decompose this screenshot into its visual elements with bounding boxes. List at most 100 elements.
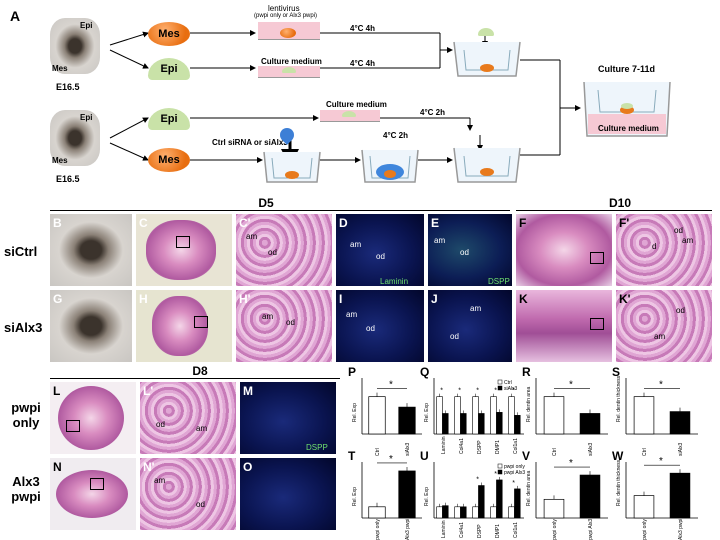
chart-letter-p: P [348,365,356,379]
letter-f-prime: F' [619,216,630,230]
label-d-f: d [652,242,657,251]
chart-legend-u-0: pwpi only [504,464,525,470]
chart-xtick-s-1: siAlx3 [678,442,684,456]
chart-bar-r-0 [543,396,565,435]
sirna-label: Ctrl siRNA or siAlx3 [212,138,288,147]
chart-ylabel-q: Rel. Exp [424,403,430,422]
chart-xtick-q-4: Col1a1 [513,438,519,454]
row-label-pwpi-line1: pwpi [11,400,41,415]
micrograph-i [336,290,424,362]
row-label-alx3-line2: pwpi [11,489,41,504]
chart-bar-q-0-1 [442,413,449,435]
label-am-d: am [350,240,362,249]
micrograph-n [50,458,136,530]
culture-medium-label-final: Culture medium [598,124,659,133]
chart-bar-q-1-0 [454,396,461,435]
epi-in-dish-2 [342,111,356,117]
culture-days-label: Culture 7-11d [598,64,656,74]
chart-xtick-p-0: Ctrl [375,448,381,456]
micrograph-d [336,214,424,286]
chart-xtick-r-0: Ctrl [552,448,558,456]
mes-oval-top: Mes [148,22,190,46]
label-od-j: od [450,332,459,341]
chart-letter-t: T [348,449,356,463]
chart-bar-q-4-1 [514,415,521,435]
header-d10: D10 [608,196,631,210]
label-am-k: am [654,332,666,341]
chart-letter-r: R [522,365,531,379]
epi-drop-top [478,28,494,36]
header-d5-rule [50,210,510,211]
epi-shape-top: Epi [148,58,190,80]
mes-in-dish [280,28,296,38]
label-am-l: am [196,424,208,433]
epi-in-dish [282,67,296,73]
culture-medium-label-2: Culture medium [326,100,387,109]
time-4c4h-1: 4°C 4h [350,24,375,33]
chart-xtick-w-0: pwpi only [642,519,648,540]
chart-sig-q-4: * [512,388,515,395]
micrograph-h-prime [236,290,332,362]
label-am-n: am [154,476,166,485]
chart-bar-s-1 [669,411,691,435]
chart-ylabel-u: Rel. Exp [424,487,430,506]
chart-bar-u-2-0 [472,506,479,519]
chart-bar-t-1 [398,470,416,519]
label-am-e: am [434,236,446,245]
chart-ylabel-w: Rel. dentin thickness [616,459,622,506]
epi-shape-top-label: Epi [160,63,178,75]
chart-ylabel-r: Rel. dentin area [526,386,532,422]
chart-sig-q-3: * [494,388,497,395]
chart-letter-w: W [612,449,624,463]
epi-shape-bottom-label: Epi [160,113,178,125]
chart-sig-u-3: * [494,471,497,478]
micrograph-f [516,214,612,286]
mes-oval-bottom-label: Mes [158,154,180,166]
chart-xtick-u-1: Col4a1 [459,522,465,538]
row-label-pwpi-only: pwpi only [8,400,44,430]
chart-xtick-v-0: pwpi only [552,519,558,540]
row-label-alx3-line1: Alx3 [12,474,40,489]
chart-bar-s-0 [633,396,655,435]
chart-bar-q-1-1 [460,413,467,435]
label-am-f: am [682,236,694,245]
chart-xtick-s-0: Ctrl [642,448,648,456]
chart-bar-p-1 [398,406,416,435]
micrograph-k [516,290,612,362]
micrograph-c-prime [236,214,332,286]
mes-oval-top-label: Mes [158,28,180,40]
tooth-germ-photo-top [50,18,100,74]
chart-bar-u-4-0 [508,506,515,519]
chart-legend-u-1: pwpi Alx3 [504,470,525,476]
letter-e: E [431,216,440,230]
chart-legend-q-0: Ctrl [504,380,512,386]
micrograph-f-prime [616,214,712,286]
chart-sig-p: * [389,380,393,391]
time-4c4h-2: 4°C 4h [350,59,375,68]
e165-label-bottom: E16.5 [56,174,80,184]
micrograph-l [50,382,136,454]
header-d10-rule [516,210,712,211]
chart-xtick-t-0: pwpi only [375,519,381,540]
chart-bar-u-2-1 [478,485,485,519]
culture-medium-label-1: Culture medium [261,57,322,66]
chart-sig-w: * [659,456,663,467]
chart-sig-t: * [389,454,393,465]
mes-tag-top: Mes [52,64,68,73]
chart-xtick-q-2: DSPP [477,440,483,454]
chart-bar-u-0-1 [442,505,449,519]
chart-xtick-u-4: Col1a1 [513,522,519,538]
label-am-j: am [470,304,482,313]
letter-c: C [139,216,148,230]
letter-j: J [431,292,438,306]
chart-legend-swatch-q-1 [497,385,503,391]
label-laminin-d: Laminin [380,277,409,286]
epi-tag-top: Epi [80,21,93,30]
transwell-top [453,41,521,77]
chart-bar-p-0 [368,396,386,435]
chart-legend-swatch-q-0 [497,379,503,385]
time-4c2h-1: 4°C 2h [420,108,445,117]
chart-sig-u-4: * [512,480,515,487]
letter-n-prime: N' [143,460,155,474]
